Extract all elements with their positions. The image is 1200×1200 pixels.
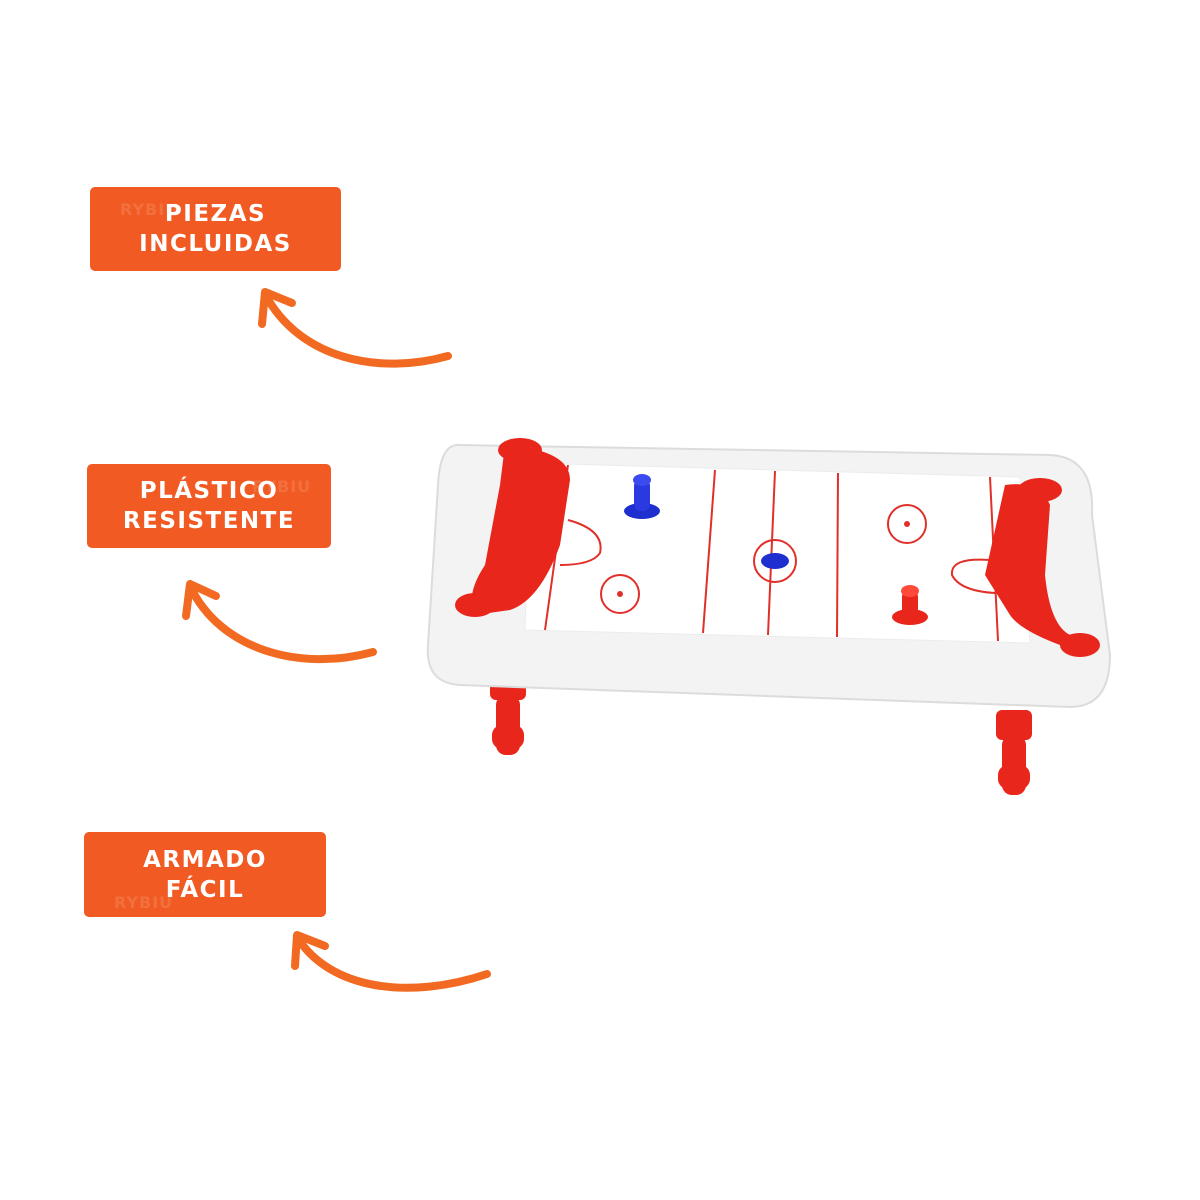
watermark-logo: RYBIU (114, 893, 174, 912)
badge-line: ARMADO (143, 846, 267, 873)
badge-line: FÁCIL (165, 876, 245, 903)
watermark-logo: RYBIU (120, 200, 180, 219)
badge-piezas-incluidas: RYBIU PIEZAS INCLUIDAS (90, 187, 341, 271)
badge-line: RESISTENTE (122, 508, 296, 534)
badge-armado-facil: RYBIU ARMADO FÁCIL (84, 832, 326, 917)
badge-plastico-resistente: RYBIU PLÁSTICO RESISTENTE (87, 464, 331, 548)
badge-line: PIEZAS (164, 201, 267, 227)
badge-line: PLÁSTICO (139, 478, 279, 504)
watermark-logo: RYBIU (252, 477, 312, 496)
air-hockey-table-icon (426, 438, 1112, 795)
badge-line: INCLUIDAS (139, 231, 292, 257)
